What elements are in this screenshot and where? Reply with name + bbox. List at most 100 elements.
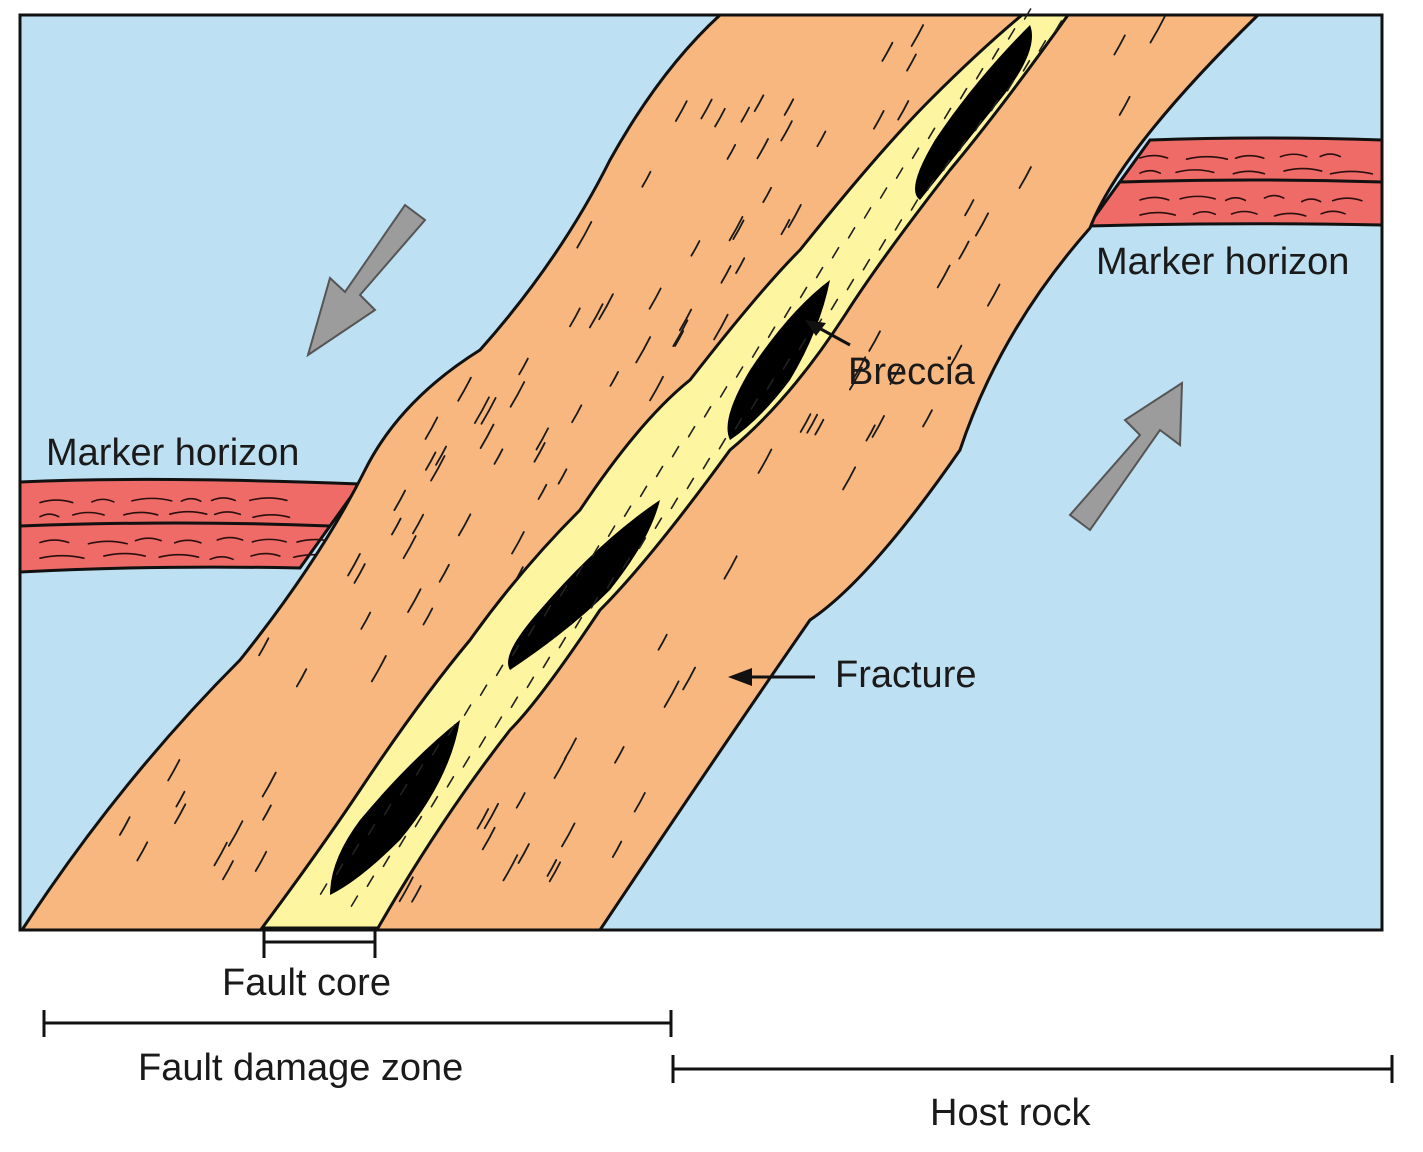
- fracture-mark: [393, 489, 407, 512]
- fracture-mark: [865, 424, 876, 442]
- core-fragment-mark: [830, 298, 839, 311]
- host-rock-label: Host rock: [930, 1092, 1091, 1134]
- fault-damage-zone-label: Fault damage zone: [138, 1047, 463, 1089]
- core-fragment-mark: [782, 358, 791, 370]
- horizon-streak: [252, 514, 291, 519]
- core-fragment-mark: [415, 763, 424, 776]
- core-fragment-mark: [575, 565, 584, 577]
- core-fragment-mark: [766, 378, 775, 390]
- fracture-mark: [713, 313, 729, 341]
- fracture-mark: [732, 219, 745, 240]
- breccia-pointer: [805, 320, 851, 347]
- horizon-streak: [210, 497, 236, 502]
- horizon-streak: [1139, 154, 1169, 159]
- fracture-mark: [438, 563, 450, 583]
- fracture-mark: [947, 344, 963, 370]
- fracture-mark: [424, 416, 439, 440]
- fracture-mark: [753, 94, 765, 112]
- core-fragment-mark: [479, 684, 488, 697]
- fracture-mark: [576, 220, 593, 249]
- fracture-mark: [479, 423, 495, 449]
- horizon-streak: [1319, 153, 1342, 158]
- fracture-mark: [678, 308, 693, 332]
- fracture-mark: [480, 396, 497, 425]
- core-fragment-mark: [670, 497, 679, 510]
- core-fragment-mark: [767, 326, 776, 339]
- fracture-mark: [787, 204, 802, 229]
- horizon-streak: [91, 498, 115, 503]
- core-fragment-mark: [527, 624, 536, 637]
- core-fragment-mark: [559, 584, 568, 597]
- fracture-mark: [398, 876, 414, 903]
- core-fragment-mark: [446, 775, 455, 788]
- fracture-mark: [136, 841, 149, 862]
- fracture-mark: [806, 413, 819, 434]
- horizon-streak: [173, 539, 202, 544]
- core-fragment-mark: [702, 457, 711, 470]
- arrow-up-right-icon: [1068, 381, 1184, 532]
- core-fragment-mark: [910, 199, 919, 211]
- fracture-mark: [295, 668, 308, 688]
- core-fragment-mark: [686, 477, 695, 490]
- core-fragment-mark: [1022, 59, 1031, 72]
- horizon-streak: [123, 511, 159, 516]
- horizon-streak: [209, 556, 234, 561]
- fracture-mark: [799, 413, 812, 433]
- horizon-streak: [1329, 170, 1374, 175]
- fault-core: [259, 13, 1071, 930]
- core-fragment-mark: [430, 795, 439, 808]
- fracture-mark: [648, 287, 662, 310]
- fault-damage-zone-scale: [42, 1010, 673, 1037]
- core-fragment-mark: [815, 266, 824, 279]
- core-fragment-mark: [383, 803, 392, 816]
- fracture-mark: [435, 445, 447, 466]
- core-fragment-mark: [607, 525, 616, 537]
- core-fragment-mark: [942, 159, 951, 172]
- horizon-streak: [213, 511, 242, 516]
- core-fragment-mark: [639, 485, 648, 498]
- horizon-streak: [103, 552, 146, 557]
- core-fragment-mark: [959, 87, 968, 100]
- fracture-mark: [881, 41, 894, 62]
- fracture-mark: [422, 607, 434, 626]
- fracture-mark: [1149, 15, 1166, 44]
- fracture-mark: [906, 53, 917, 72]
- fracture-mark: [910, 24, 925, 47]
- fracture-mark: [174, 803, 187, 825]
- core-fragment-mark: [574, 616, 583, 629]
- horizon-streak: [1234, 154, 1265, 159]
- fracture-mark: [557, 468, 568, 485]
- fracture-mark: [518, 357, 529, 376]
- core-fragment-mark: [863, 207, 872, 219]
- fracture-mark: [222, 860, 234, 881]
- core-fragment-mark: [831, 246, 840, 259]
- core-fragment-mark: [1054, 20, 1063, 32]
- horizon-streak: [1224, 197, 1247, 202]
- fracture-mark: [535, 427, 550, 451]
- core-fragment-mark: [926, 179, 935, 191]
- horizon-streak: [39, 554, 85, 560]
- fracture-mark: [481, 826, 496, 851]
- core-fragment-mark: [1023, 8, 1032, 20]
- horizon-streak: [1263, 194, 1285, 199]
- fracture-mark: [473, 396, 490, 424]
- core-fragment-mark: [783, 306, 792, 319]
- fracture-mark: [347, 553, 361, 577]
- core-fragment-mark: [655, 465, 664, 478]
- fracture-mark: [360, 611, 372, 630]
- fracture-mark: [868, 330, 881, 352]
- horizon-streak: [1175, 169, 1215, 174]
- fracture-mark: [964, 199, 975, 217]
- core-fragment-mark: [526, 676, 535, 689]
- fault-core-scale: [262, 930, 377, 958]
- horizon-streak: [71, 511, 105, 516]
- fracture-mark: [635, 336, 652, 364]
- fracture-mark: [735, 257, 746, 275]
- horizon-streak: [1192, 210, 1217, 216]
- horizon-streak: [1300, 198, 1322, 203]
- core-fragment-mark: [398, 835, 407, 848]
- core-fragment-mark: [879, 187, 888, 199]
- fracture-mark: [569, 307, 581, 328]
- fracture-mark: [509, 381, 526, 408]
- core-fragment-mark: [991, 47, 1000, 60]
